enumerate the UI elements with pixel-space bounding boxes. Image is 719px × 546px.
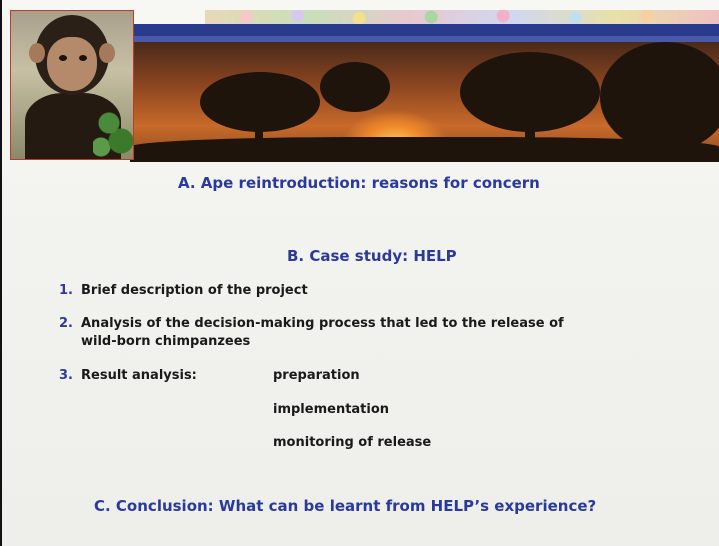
list-item: 1. Brief description of the project [59,283,308,298]
chimpanzee-photo [10,10,134,160]
list-item: 2. Analysis of the decision-making proces… [59,316,564,331]
header-banner [0,0,719,162]
list-number: 1. [59,283,73,298]
result-step: implementation [273,402,390,417]
banner-bar-secondary [130,36,719,42]
result-step: preparation [273,368,360,383]
section-a-heading: A. Ape reintroduction: reasons for conce… [178,174,540,192]
list-number: 2. [59,316,73,331]
list-text-continued: wild-born chimpanzees [81,334,251,349]
list-item: 3. Result analysis: [59,368,197,383]
sunset-forest-image [130,42,719,162]
list-text: Analysis of the decision-making process … [81,316,564,331]
left-border [0,0,2,546]
result-step: monitoring of release [273,435,432,450]
list-text: Result analysis: [81,368,197,383]
section-b-heading: B. Case study: HELP [287,247,457,265]
banner-bar [130,24,719,36]
section-c-heading: C. Conclusion: What can be learnt from H… [94,497,597,515]
flower-strip-image [205,10,719,24]
list-text: Brief description of the project [81,283,308,298]
list-number: 3. [59,368,73,383]
